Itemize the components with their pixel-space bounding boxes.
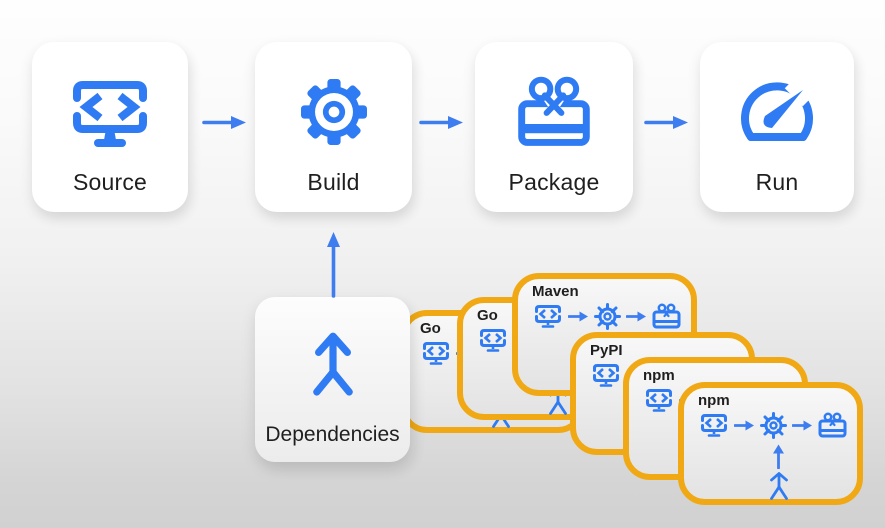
dependencies-label: Dependencies	[265, 423, 400, 446]
step-source-box: Source	[32, 42, 188, 212]
mini-arrow-right-icon	[626, 310, 647, 323]
source-code-monitor-icon	[32, 64, 188, 160]
step-package-label: Package	[508, 169, 600, 195]
mini-arrow-right-icon	[792, 419, 813, 432]
mini-build-gear-icon	[760, 411, 787, 439]
step-package-box: Package	[475, 42, 633, 212]
mini-build-gear-icon	[594, 302, 621, 330]
dependency-card-npm-2: npm	[678, 382, 863, 505]
arrow-dependencies-to-build	[325, 230, 342, 298]
mini-pipeline	[533, 301, 681, 331]
mini-source-code-icon	[533, 303, 563, 330]
card-label: Go	[477, 307, 498, 324]
card-label: PyPI	[590, 342, 623, 359]
step-source-label: Source	[72, 169, 148, 195]
mini-package-gift-icon	[818, 412, 847, 438]
mini-source-code-icon	[644, 387, 674, 414]
mini-arrow-right-icon	[734, 419, 755, 432]
arrow-source-to-build	[202, 114, 248, 131]
step-build-box: Build	[255, 42, 412, 212]
card-label: Go	[420, 320, 441, 337]
arrow-package-to-run	[644, 114, 690, 131]
dependencies-fork-icon	[255, 323, 410, 407]
arrow-build-to-package	[419, 114, 465, 131]
mini-up-arrow-icon	[772, 443, 785, 469]
step-run-box: Run	[700, 42, 854, 212]
card-label: npm	[643, 367, 675, 384]
dependencies-box: Dependencies	[255, 297, 410, 462]
step-run-label: Run	[755, 169, 799, 195]
card-label: Maven	[532, 283, 579, 300]
build-gear-icon	[255, 64, 412, 160]
step-build-label: Build	[307, 169, 360, 195]
mini-source-code-icon	[478, 327, 508, 354]
mini-pipeline	[699, 410, 847, 440]
mini-dependencies-fork-icon	[766, 471, 792, 502]
package-gift-icon	[475, 64, 633, 160]
mini-arrow-right-icon	[568, 310, 589, 323]
mini-source-code-icon	[421, 340, 451, 367]
run-speedometer-icon	[700, 64, 854, 160]
card-label: npm	[698, 392, 730, 409]
mini-source-code-icon	[591, 362, 621, 389]
mini-package-gift-icon	[652, 303, 681, 329]
mini-source-code-icon	[699, 412, 729, 439]
